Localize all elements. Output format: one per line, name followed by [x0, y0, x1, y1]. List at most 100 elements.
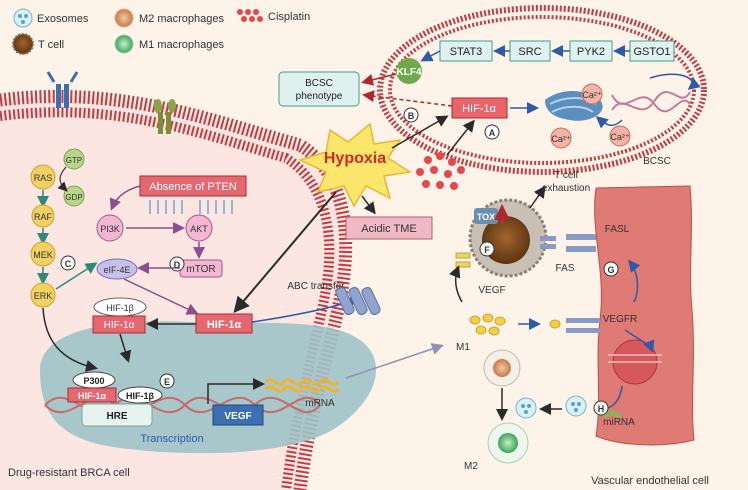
- bcsc-phenotype-line1: BCSC: [305, 78, 333, 89]
- badge-a: A: [489, 128, 496, 138]
- bcsc-cell-label: BCSC: [643, 156, 671, 167]
- hypoxia-label: Hypoxia: [324, 150, 386, 167]
- tox-label: TOX: [477, 212, 495, 222]
- hif1a-nuclear-box: [67, 387, 117, 403]
- bcsc-membrane: [377, 5, 707, 175]
- cisplatin-legend-icon: [237, 9, 263, 22]
- fasl-label: FASL: [605, 224, 630, 235]
- endo-cell-label: Vascular endothelial cell: [591, 475, 709, 487]
- mek-label: MEK: [33, 250, 53, 260]
- p300-label: P300: [83, 376, 104, 386]
- bcsc-phenotype-box: [278, 71, 360, 107]
- legend: Exosomes T cell M2 macrophages M1 macrop…: [12, 8, 310, 55]
- abc-transporter-icon: [335, 287, 381, 315]
- receptor-green-icon: [154, 99, 176, 134]
- legend-cisplatin: Cisplatin: [268, 11, 310, 23]
- legend-t-cell: T cell: [38, 39, 64, 51]
- mrna-label: mRNA: [305, 398, 335, 409]
- dna-helix-icon: [611, 91, 691, 113]
- akt-label: AKT: [190, 224, 208, 234]
- badge-b: B: [408, 111, 415, 121]
- hif1a-small-box: [92, 315, 146, 334]
- pi3k-label: PI3K: [100, 224, 120, 234]
- gtp-label: GTP: [66, 156, 82, 165]
- mirna-label: miRNA: [603, 417, 635, 428]
- t-cell-legend-icon: [12, 33, 34, 55]
- hre-box: [81, 403, 153, 427]
- vegf-secreted-label: VEGF: [478, 285, 505, 296]
- abc-transfer-label: ABC transfer: [287, 281, 345, 292]
- m2-label: M2: [464, 461, 478, 472]
- fasl-ligand-icon: [566, 234, 596, 252]
- mrna-strand-icon: [264, 378, 340, 386]
- m2-legend-icon: [114, 8, 134, 28]
- pyk2-label: PYK2: [577, 46, 605, 58]
- acidic-tme-box: [345, 216, 433, 240]
- ras-label: RAS: [34, 173, 53, 183]
- vegf-molecules-icon: [469, 313, 506, 336]
- m1-legend-icon: [114, 34, 134, 54]
- acidic-tme-label: Acidic TME: [361, 223, 416, 235]
- vegf-receptor-tcell-icon: [455, 252, 471, 268]
- badge-f: F: [484, 245, 490, 255]
- fas-receptor-icon: [540, 236, 556, 249]
- vegfr-receptor-icon: [566, 318, 600, 333]
- exosome-icon: [515, 397, 537, 419]
- hre-label: HRE: [106, 411, 127, 422]
- hif1a-nuclear-label: HIF-1α: [78, 391, 107, 401]
- hif1b-nuclear-label: HIF-1β: [126, 391, 155, 401]
- dna-helix-endo-icon: [608, 354, 662, 363]
- endothelial-cell: [594, 185, 695, 446]
- tox-box: [474, 208, 498, 224]
- hif1b-nuclear-node: [117, 386, 163, 404]
- eif4e-node: [96, 258, 138, 280]
- mtor-label: mTOR: [186, 264, 215, 275]
- badge-c: C: [65, 259, 72, 269]
- brca-cell-label: Drug-resistant BRCA cell: [8, 467, 130, 479]
- erk-label: ERK: [34, 291, 53, 301]
- legend-m1: M1 macrophages: [139, 39, 224, 51]
- absence-pten-label: Absence of PTEN: [149, 181, 236, 193]
- ca-label-1: Ca²⁺: [551, 134, 571, 144]
- hif1a-small-label: HIF-1α: [104, 320, 135, 331]
- vegf-gene-label: VEGF: [224, 411, 251, 422]
- bcsc-hif1a-box: [451, 97, 508, 119]
- klf4-node: [396, 58, 422, 84]
- calcium-ions: Ca²⁺ Ca²⁺ Ca²⁺: [550, 83, 631, 149]
- src-label: SRC: [518, 46, 541, 58]
- m1-label: M1: [456, 342, 470, 353]
- vegfr-label: VEGFR: [603, 314, 637, 325]
- cisplatin-cluster-icon: [416, 152, 465, 190]
- eif4e-label: eIF-4E: [103, 265, 130, 275]
- brca-membrane-inner: [0, 107, 335, 490]
- gsto1-label: GSTO1: [633, 46, 670, 58]
- ras-pathway: RAS GTP GDP RAF MEK ERK C: [30, 148, 98, 372]
- vegf-bound-icon: [549, 319, 561, 329]
- hif1b-label: HIF-1β: [106, 303, 134, 313]
- legend-m2: M2 macrophages: [139, 13, 224, 25]
- ca-label-3: Ca²⁺: [610, 132, 630, 142]
- bcsc-phenotype-line2: phenotype: [296, 91, 343, 102]
- bcsc-hif1a-label: HIF-1α: [462, 103, 497, 115]
- fas-label: FAS: [556, 263, 575, 274]
- raf-label: RAF: [34, 212, 53, 222]
- stat3-label: STAT3: [450, 46, 483, 58]
- hypoxia-burst: Hypoxia: [297, 122, 413, 208]
- hif1a-main-label: HIF-1α: [207, 319, 242, 331]
- klf4-label: KLF4: [397, 67, 422, 78]
- t-exhaustion-line1: T cell: [554, 170, 578, 181]
- gdp-label: GDP: [65, 193, 82, 202]
- legend-exosomes: Exosomes: [37, 13, 89, 25]
- badge-e: E: [164, 377, 170, 387]
- bcsc-cell: STAT3 SRC PYK2 GSTO1 KLF4 BCSC phenotype…: [278, 5, 707, 175]
- exosome-release-icon: [565, 395, 587, 417]
- vegf-gene-box: [212, 404, 264, 426]
- membrane-lipids-icon: [149, 200, 233, 214]
- transcription-label: Transcription: [140, 433, 203, 445]
- badge-d: D: [174, 260, 181, 270]
- mirna-icon: [603, 410, 621, 418]
- ca-label-2: Ca²⁺: [582, 90, 602, 100]
- badge-g: G: [607, 265, 614, 275]
